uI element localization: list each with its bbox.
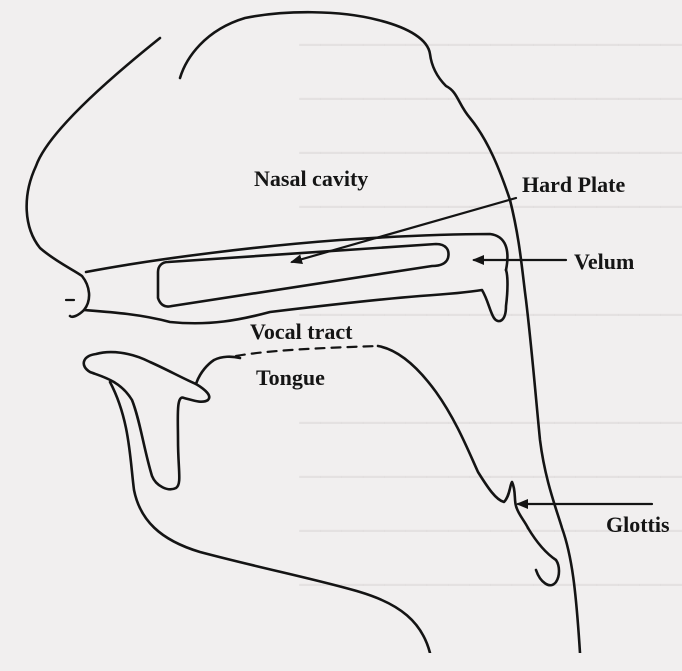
label-velum: Velum <box>574 249 634 274</box>
head-outline <box>180 12 580 653</box>
vocal-tract-boundary <box>236 346 378 356</box>
throat-front <box>378 346 528 528</box>
hard-plate-arrow <box>292 198 516 262</box>
face-profile <box>27 38 160 317</box>
lower-lip <box>84 352 210 489</box>
diagram-stage: ────────────────── ────────────────── ──… <box>0 0 682 653</box>
chin-neck <box>110 382 430 653</box>
label-vocal-tract: Vocal tract <box>250 319 353 344</box>
glottis-notch <box>528 528 559 585</box>
label-hard-plate: Hard Plate <box>522 172 625 197</box>
label-glottis: Glottis <box>606 512 670 537</box>
tongue-contour <box>196 357 240 384</box>
label-tongue: Tongue <box>256 365 325 390</box>
palate-lower-velum <box>84 270 508 323</box>
label-nasal-cavity: Nasal cavity <box>254 166 368 191</box>
vocal-tract-diagram: Nasal cavity Hard Plate Velum Vocal trac… <box>0 0 682 653</box>
